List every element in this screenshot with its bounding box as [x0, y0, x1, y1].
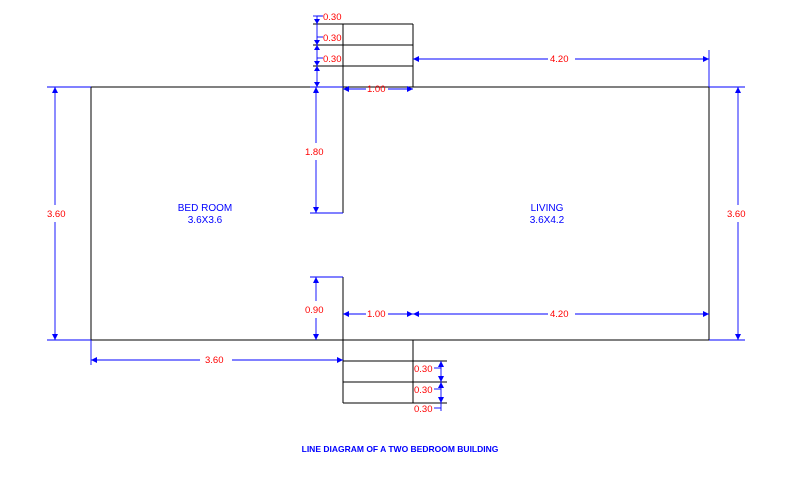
dim-top-step-3: 0.30: [323, 54, 342, 65]
diagram-caption: LINE DIAGRAM OF A TWO BEDROOM BUILDING: [302, 444, 499, 454]
dimension-labels: 0.30 0.30 0.30 4.20 1.00 3.60 3.60 1.80 …: [47, 12, 746, 415]
dimension-lines: [47, 15, 745, 411]
dim-partition-upper: 1.80: [305, 147, 324, 158]
top-steps: [313, 23, 414, 87]
bottom-steps: [342, 340, 447, 404]
living-name: LIVING: [531, 203, 564, 214]
dim-bottom-door: 1.00: [367, 309, 386, 320]
bedroom-name: BED ROOM: [178, 203, 232, 214]
room-labels: BED ROOM 3.6X3.6 LIVING 3.6X4.2: [178, 203, 565, 226]
dim-bottom-step-1: 0.30: [414, 364, 433, 375]
dim-top-living-width: 4.20: [550, 54, 569, 65]
building-outline: [90, 86, 710, 341]
dim-top-step-1: 0.30: [323, 12, 342, 23]
dim-partition-lower: 0.90: [305, 305, 324, 316]
dim-bottom-bedroom-width: 3.60: [205, 355, 224, 366]
dim-bottom-living-width: 4.20: [550, 309, 569, 320]
dim-bottom-step-2: 0.30: [414, 385, 433, 396]
building-walls: [90, 23, 710, 404]
living-size: 3.6X4.2: [530, 215, 565, 226]
dim-top-door: 1.00: [367, 84, 386, 95]
dim-bottom-step-3: 0.30: [414, 404, 433, 415]
dim-left-height: 3.60: [47, 209, 66, 220]
dim-top-step-2: 0.30: [323, 33, 342, 44]
dim-right-height: 3.60: [727, 209, 746, 220]
bedroom-size: 3.6X3.6: [188, 215, 223, 226]
